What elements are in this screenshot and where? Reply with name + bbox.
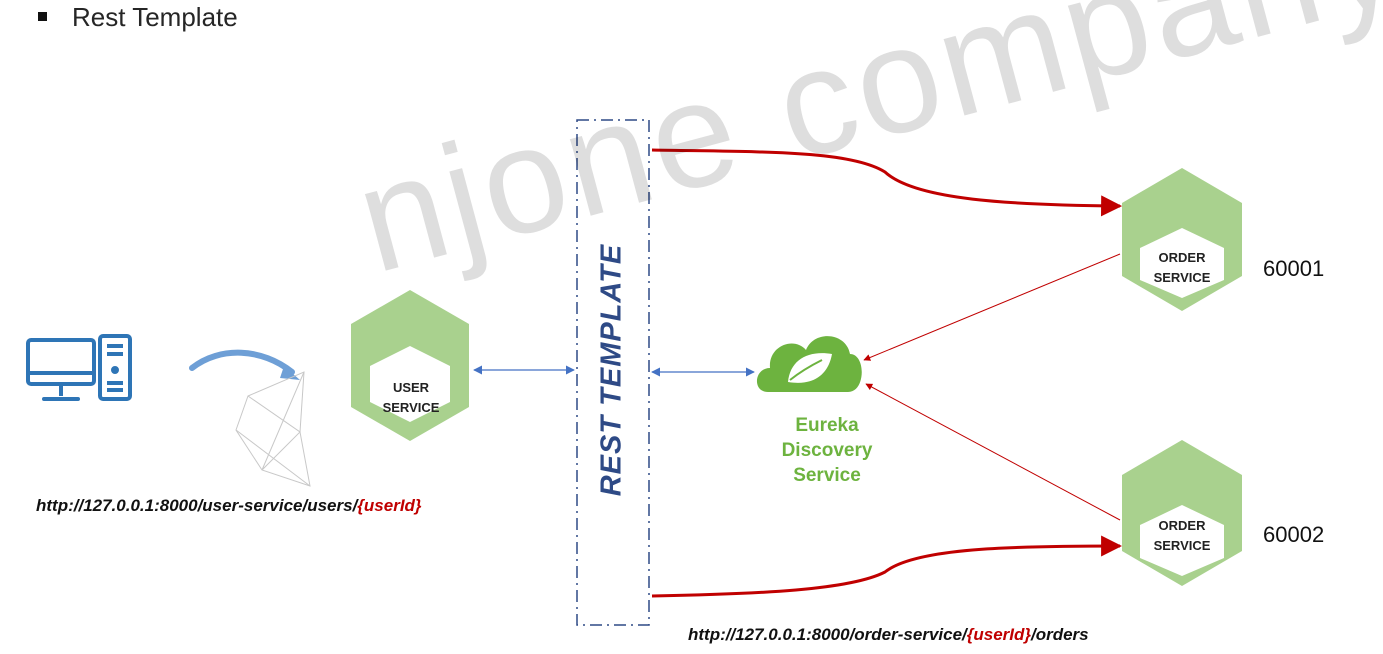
- user-service-line2: SERVICE: [382, 400, 440, 415]
- order-service-2-label: ORDER SERVICE: [1142, 516, 1222, 556]
- eureka-label: Eureka Discovery Service: [762, 413, 892, 488]
- order-service-1-label: ORDER SERVICE: [1142, 248, 1222, 288]
- order-service-url: http://127.0.0.1:8000/order-service/{use…: [688, 625, 1089, 645]
- user-service-hexagon: [351, 290, 469, 441]
- order-url-prefix: http://127.0.0.1:8000/order-service/: [688, 625, 967, 644]
- bullet-icon: [38, 12, 47, 21]
- eureka-line3: Service: [793, 465, 861, 486]
- user-url-param: {userId}: [357, 496, 422, 515]
- rest-to-order1-arrow: [651, 148, 1123, 217]
- order-service-2-line2: SERVICE: [1153, 538, 1211, 553]
- user-service-url: http://127.0.0.1:8000/user-service/users…: [36, 496, 422, 516]
- order-service-1-port: 60001: [1263, 256, 1325, 281]
- user-service-label: USER SERVICE: [371, 378, 451, 418]
- order-service-2-line1: ORDER: [1158, 518, 1206, 533]
- user-service-line1: USER: [392, 380, 430, 395]
- user-url-prefix: http://127.0.0.1:8000/user-service/users…: [36, 496, 358, 515]
- rest-template-box: [576, 119, 650, 626]
- order-service-hexagon-2: [1122, 440, 1242, 586]
- polygon-sketch: [235, 371, 311, 487]
- rest-template-label: REST TEMPLATE: [595, 243, 628, 497]
- eureka-line2: Discovery: [781, 440, 873, 461]
- order-service-1-line2: SERVICE: [1153, 270, 1211, 285]
- order1-register-arrow: [863, 253, 1121, 361]
- curved-arrow-icon: [189, 349, 300, 380]
- order-url-suffix: /orders: [1031, 625, 1089, 644]
- order-service-2-port: 60002: [1263, 522, 1325, 547]
- page-heading: Rest Template: [72, 2, 238, 32]
- order2-register-arrow: [865, 383, 1121, 521]
- rest-to-order2-arrow: [651, 535, 1123, 598]
- order-service-1-line1: ORDER: [1158, 250, 1206, 265]
- computer-icon: [26, 334, 132, 401]
- eureka-leaf-icon: [756, 336, 862, 392]
- order-service-hexagon-1: [1122, 168, 1242, 311]
- eureka-line1: Eureka: [795, 415, 859, 436]
- order-url-param: {userId}: [966, 625, 1031, 644]
